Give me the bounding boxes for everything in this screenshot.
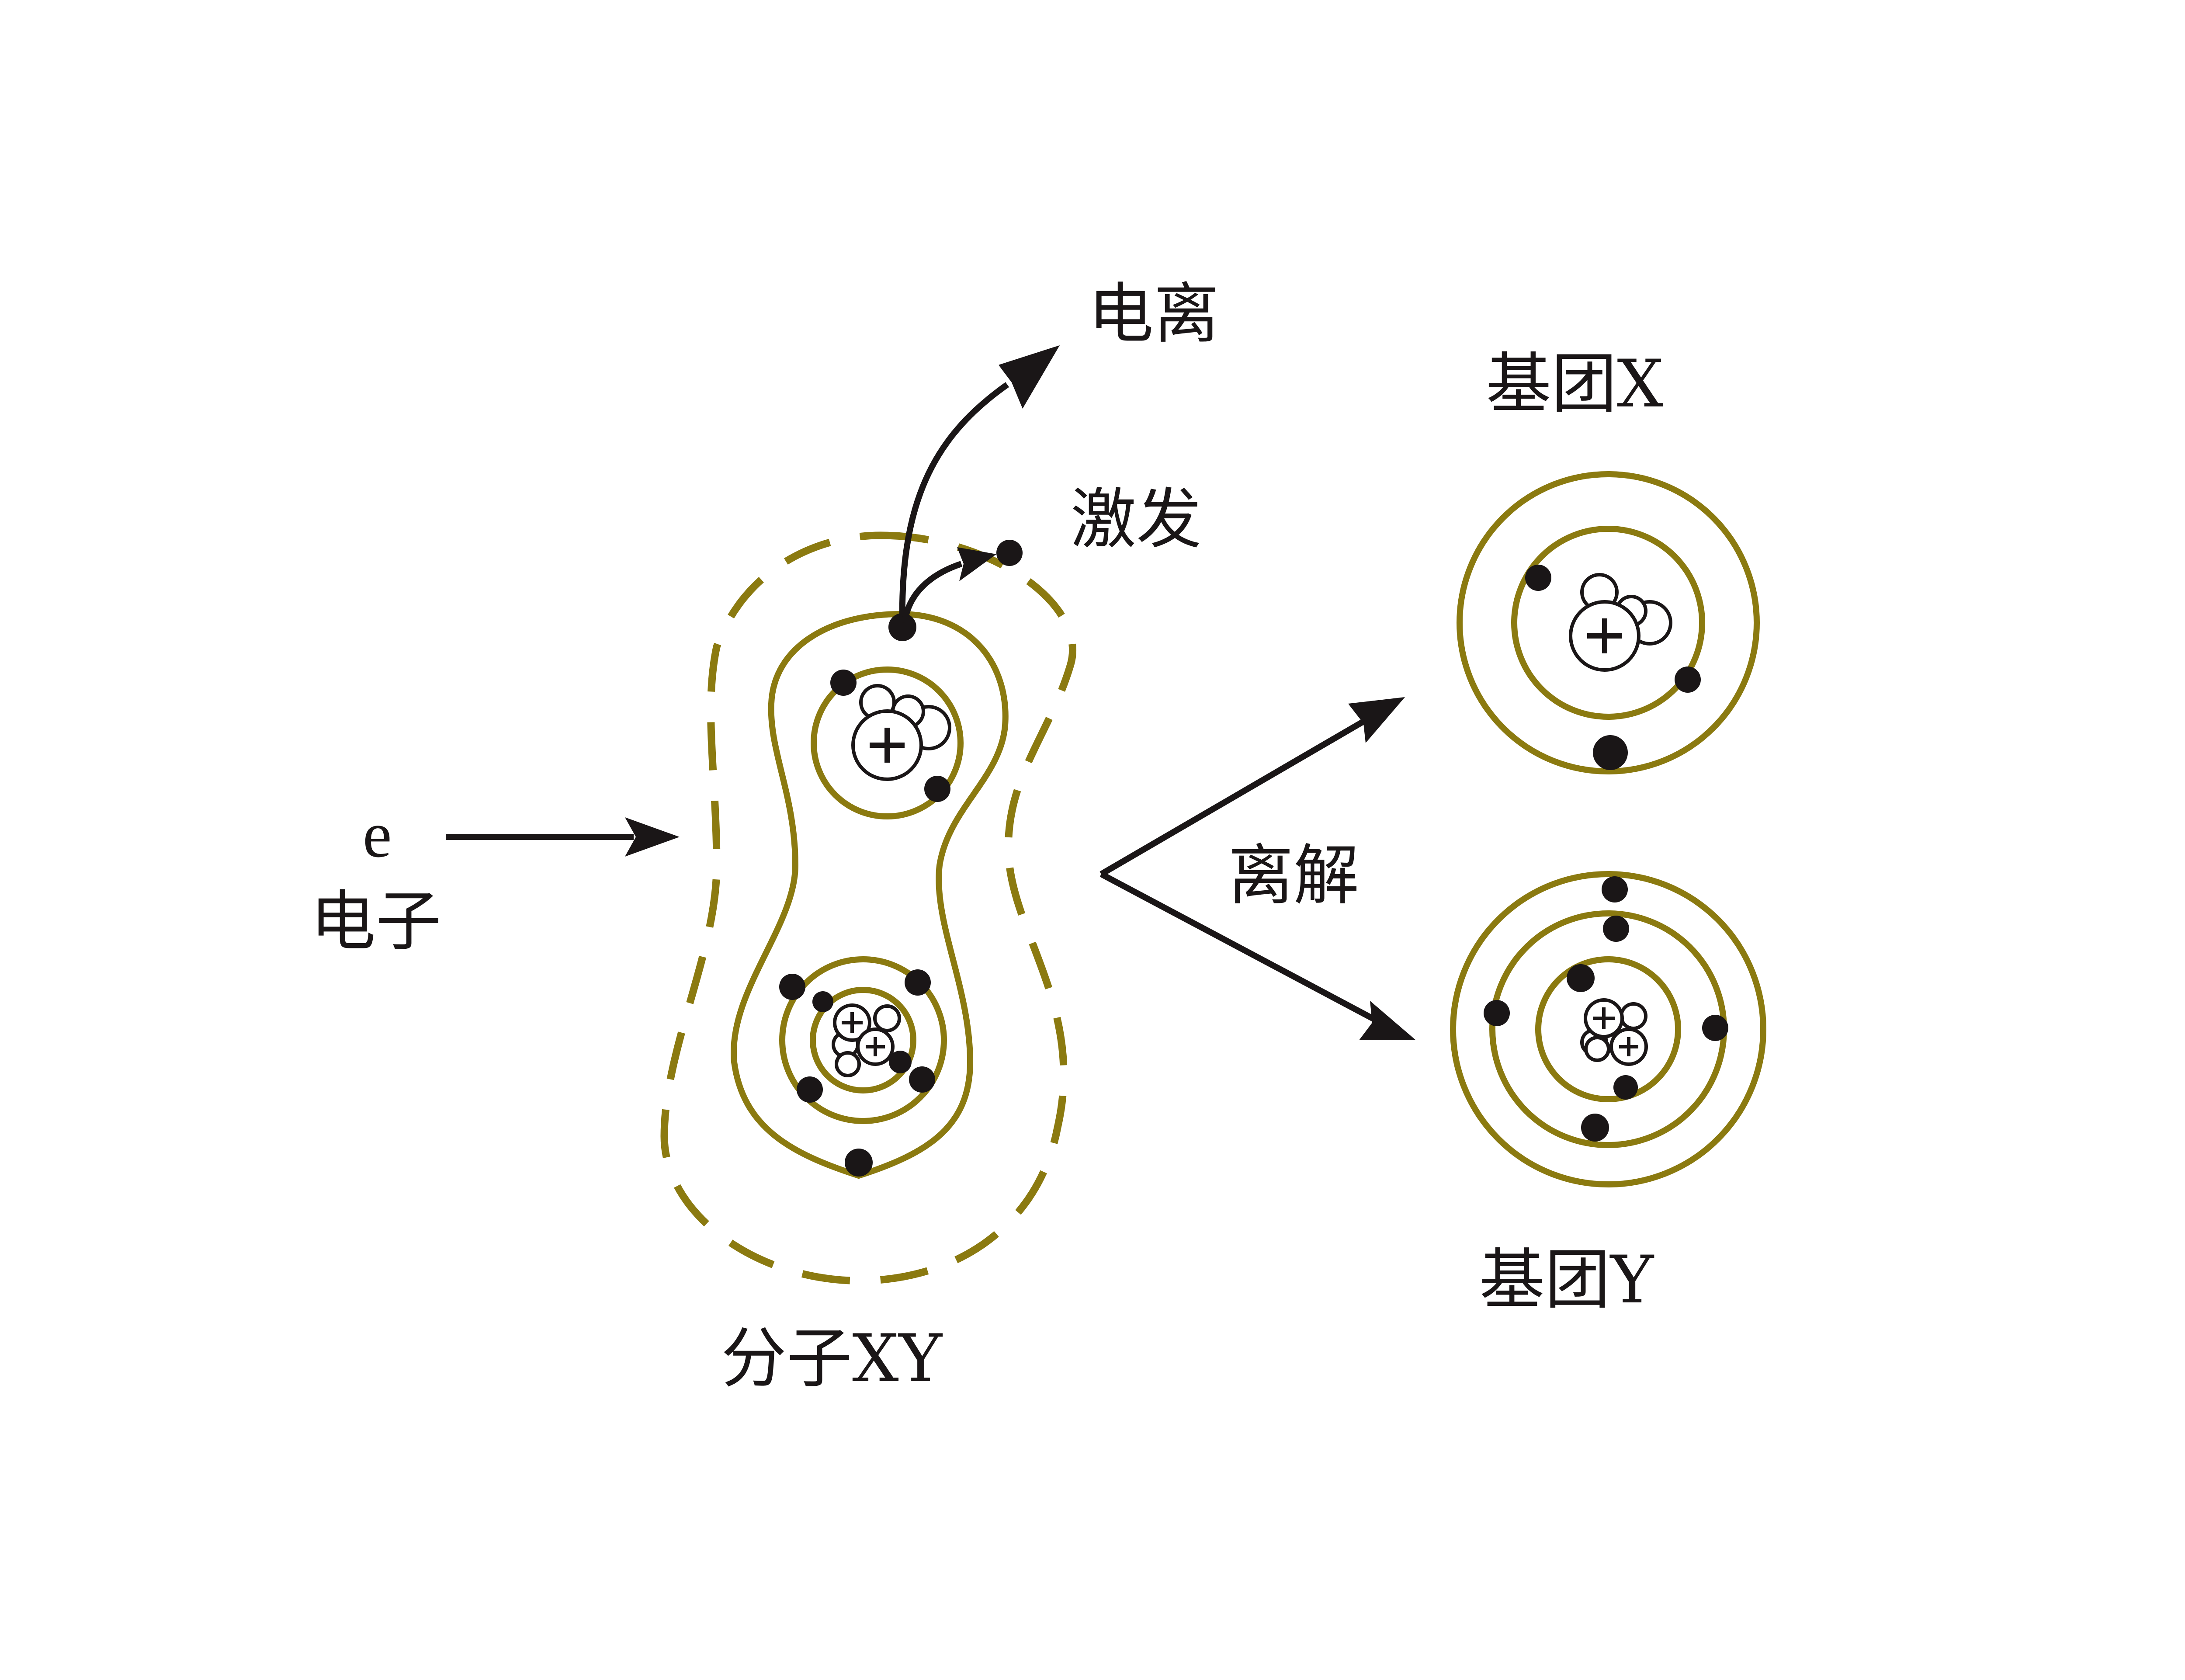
electron-dot [779, 974, 805, 1000]
radical-x: 基团X [1457, 346, 1760, 774]
excitation-arrow [902, 561, 963, 624]
electron-dot [889, 1051, 912, 1073]
electron-dot [1602, 876, 1628, 902]
excited-electron-dot [996, 540, 1023, 566]
electron-dot [909, 1066, 935, 1093]
electron-dot [1484, 1000, 1510, 1026]
molecule-outer-boundary [660, 531, 1077, 1284]
radical-y: 基团Y [1450, 871, 1766, 1318]
dissociation-arrowhead-up [1348, 697, 1405, 743]
radical-x-inner-orbit [1511, 526, 1705, 720]
excitation-arrowhead [957, 547, 996, 581]
electron-dot [1593, 735, 1628, 770]
ionization-path: 电离 [899, 276, 1219, 623]
electron-dot [1702, 1015, 1728, 1041]
atom-y-inner-orbit [810, 987, 916, 1093]
dissociation-label: 离解 [1228, 838, 1359, 914]
electron-dot [1603, 916, 1629, 942]
electron-dot [905, 969, 931, 996]
ionization-arrow [899, 382, 1009, 623]
electron-dot [845, 1149, 873, 1177]
electron-dot [812, 991, 833, 1012]
nucleon-icon [835, 1051, 861, 1077]
dissociation-arrow-up [1099, 716, 1370, 877]
dissociation-path: 离解 [1099, 697, 1416, 1040]
radical-x-label: 基团X [1486, 346, 1664, 422]
incoming-electron-arrowhead [625, 817, 680, 857]
radical-y-outer-orbit [1450, 871, 1766, 1187]
radical-y-inner-orbit [1535, 956, 1681, 1102]
ionization-label: 电离 [1088, 276, 1219, 352]
electron-label: 电子 [310, 884, 441, 960]
electron-dot [1581, 1114, 1609, 1142]
excitation-path: 激发 [902, 482, 1202, 624]
electron-dot [830, 670, 857, 696]
electron-dot [888, 613, 916, 641]
nucleon-icon [1584, 1036, 1610, 1062]
radical-x-outer-orbit [1457, 471, 1760, 774]
electron-dot [1525, 565, 1551, 591]
atom-x-orbit [811, 666, 964, 819]
electron-dot [1613, 1075, 1638, 1100]
excitation-label: 激发 [1071, 482, 1202, 558]
nucleon-icon [1620, 1002, 1647, 1030]
atom-y-outer-orbit [779, 956, 947, 1124]
incoming-electron: e 电子 [310, 798, 680, 960]
radical-y-label: 基团Y [1479, 1242, 1654, 1318]
electron-dot [797, 1076, 823, 1103]
dissociation-arrow-down [1099, 871, 1378, 1024]
electron-symbol-label: e [363, 798, 392, 871]
molecule-atom-y [779, 956, 947, 1177]
electron-dot [1567, 964, 1595, 992]
molecule-label: 分子XY [721, 1321, 943, 1397]
dissociation-arrowhead-down [1359, 1001, 1416, 1040]
electron-dot [1675, 666, 1701, 693]
ionization-arrowhead [999, 345, 1060, 409]
molecule-atom-x [811, 666, 964, 819]
molecule-xy: 分子XY [660, 531, 1077, 1397]
nucleon-icon [873, 1004, 901, 1032]
electron-dot [924, 776, 950, 802]
